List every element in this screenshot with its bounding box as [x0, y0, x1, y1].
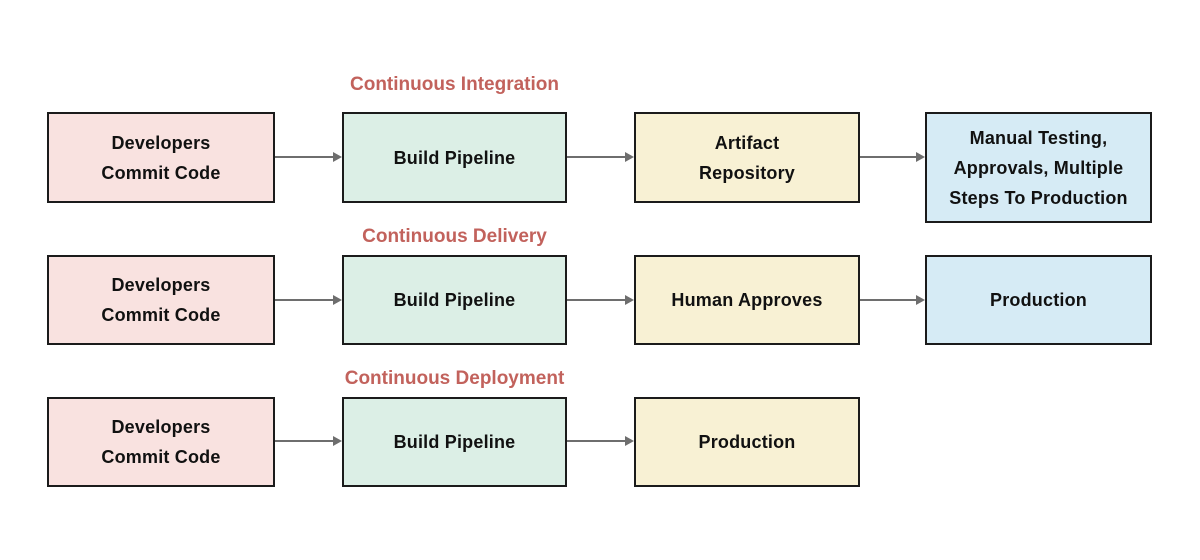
- arrow-head-icon: [916, 152, 925, 162]
- arrow-line: [275, 155, 336, 159]
- arrow-line: [860, 155, 919, 159]
- node-cdep-production: Production: [634, 397, 860, 487]
- node-ci-artifact-repository: Artifact Repository: [634, 112, 860, 203]
- node-cd-human-approves: Human Approves: [634, 255, 860, 345]
- node-ci-build-pipeline: Build Pipeline: [342, 112, 567, 203]
- arrow-line: [275, 298, 336, 302]
- arrow-line: [275, 439, 336, 443]
- arrow-line: [567, 298, 628, 302]
- flow-arrow: [860, 294, 925, 306]
- node-cd-build-pipeline: Build Pipeline: [342, 255, 567, 345]
- flow-arrow: [567, 435, 634, 447]
- node-cd-developers-commit-code: Developers Commit Code: [47, 255, 275, 345]
- row-title-continuous-integration: Continuous Integration: [350, 74, 559, 95]
- flow-arrow: [275, 435, 342, 447]
- arrow-line: [567, 155, 628, 159]
- flow-arrow: [275, 294, 342, 306]
- arrow-head-icon: [333, 152, 342, 162]
- node-cdep-build-pipeline: Build Pipeline: [342, 397, 567, 487]
- arrow-head-icon: [625, 152, 634, 162]
- arrow-head-icon: [333, 295, 342, 305]
- arrow-head-icon: [333, 436, 342, 446]
- arrow-head-icon: [625, 295, 634, 305]
- node-ci-manual-testing-approvals: Manual Testing, Approvals, Multiple Step…: [925, 112, 1152, 223]
- flow-arrow: [275, 151, 342, 163]
- node-ci-developers-commit-code: Developers Commit Code: [47, 112, 275, 203]
- flow-arrow: [567, 151, 634, 163]
- node-cdep-developers-commit-code: Developers Commit Code: [47, 397, 275, 487]
- arrow-line: [567, 439, 628, 443]
- row-title-continuous-deployment: Continuous Deployment: [344, 368, 565, 389]
- node-cd-production: Production: [925, 255, 1152, 345]
- flow-arrow: [567, 294, 634, 306]
- arrow-line: [860, 298, 919, 302]
- arrow-head-icon: [625, 436, 634, 446]
- arrow-head-icon: [916, 295, 925, 305]
- row-title-continuous-delivery: Continuous Delivery: [362, 226, 547, 247]
- flow-arrow: [860, 151, 925, 163]
